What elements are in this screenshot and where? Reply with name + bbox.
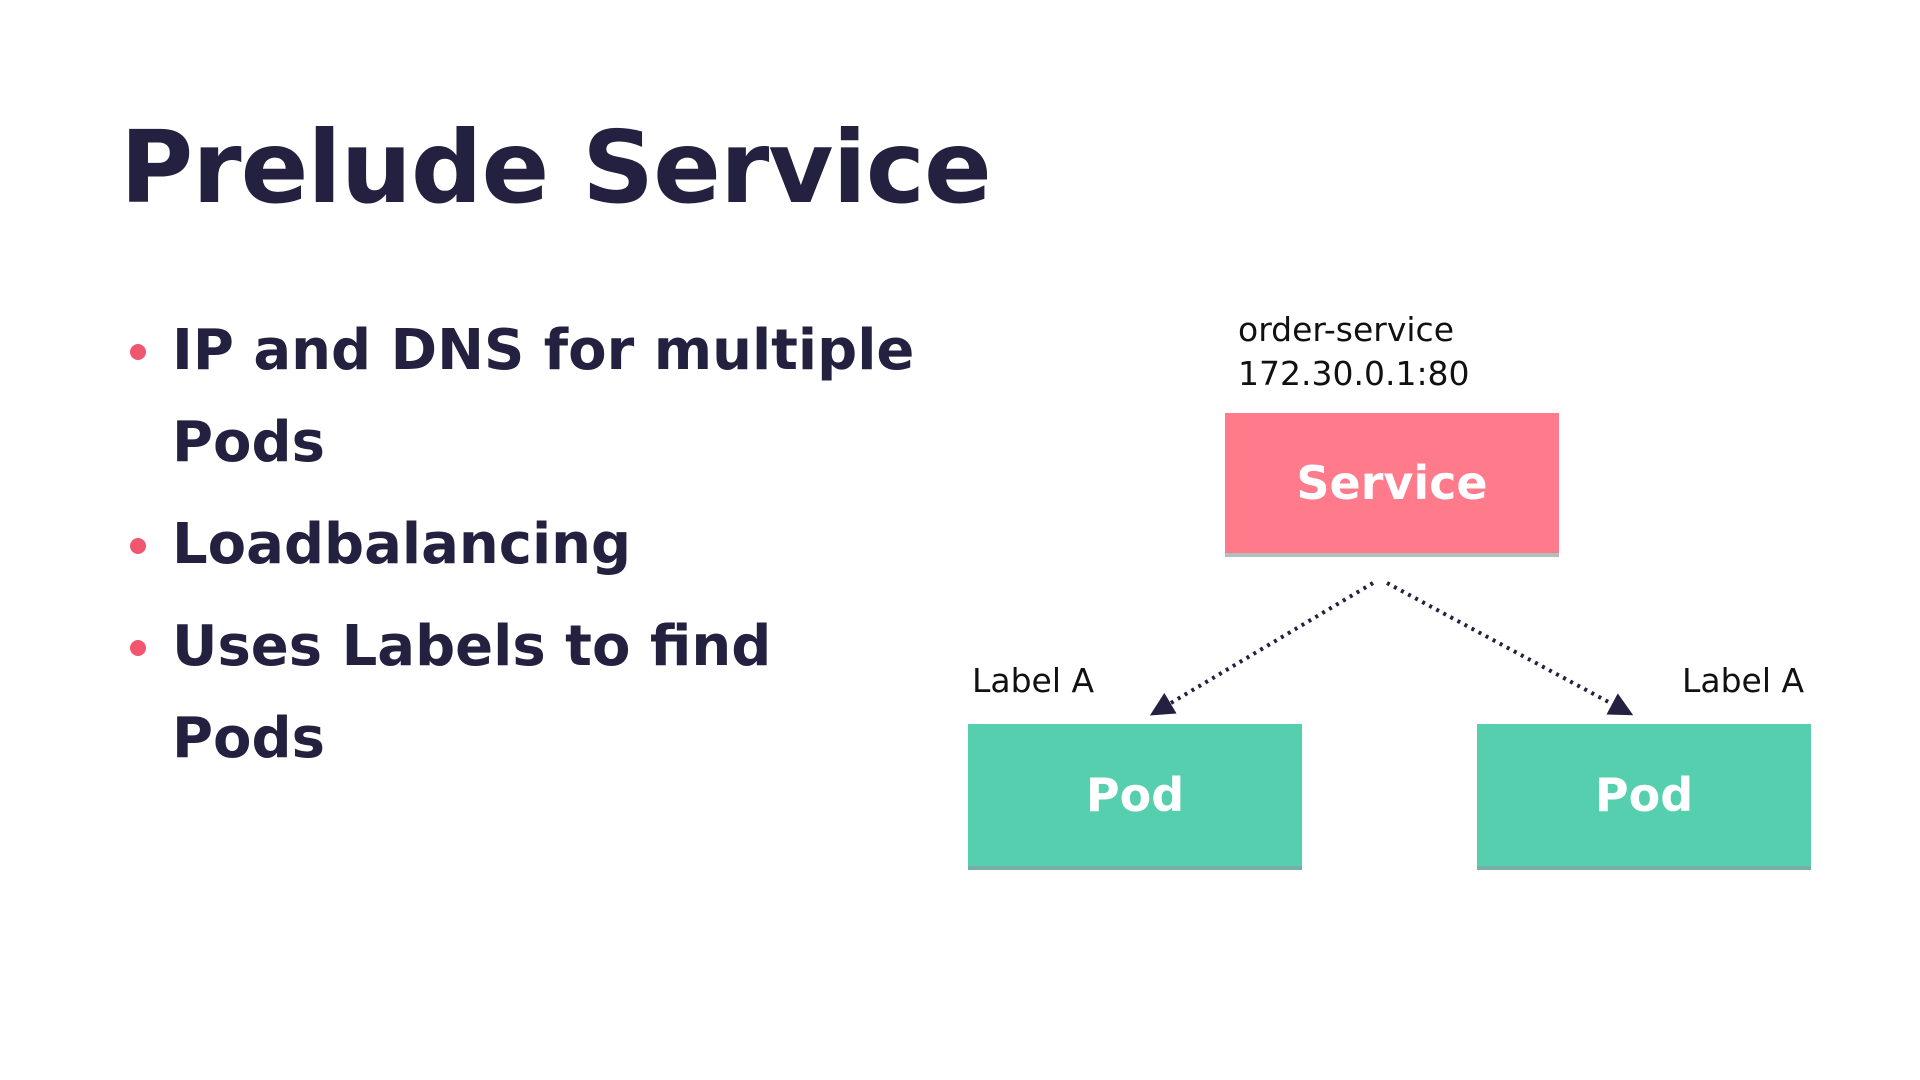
pod-node-label: Pod (1085, 768, 1185, 822)
bullet-item-labels: Uses Labels to find Pods (130, 601, 930, 785)
pod-node-right: Pod (1477, 724, 1811, 866)
pod-selector-label-left: Label A (972, 661, 1095, 700)
service-name-label: order-service (1238, 310, 1454, 349)
bullet-list: IP and DNS for multiple Pods Loadbalanci… (130, 305, 930, 795)
bullet-text: Uses Labels to find Pods (172, 614, 772, 771)
connector-right-arrow (1386, 581, 1634, 716)
pod-node-left: Pod (968, 724, 1302, 866)
bullet-dot-icon (130, 538, 146, 554)
bullet-item-ip-dns: IP and DNS for multiple Pods (130, 305, 930, 489)
pod-selector-label-right: Label A (1682, 661, 1805, 700)
service-node: Service (1225, 413, 1559, 553)
bullet-text: Loadbalancing (172, 512, 632, 577)
service-node-label: Service (1296, 456, 1488, 510)
service-address-label: 172.30.0.1:80 (1238, 354, 1470, 393)
slide-title: Prelude Service (120, 109, 992, 226)
connector-left-arrow (1149, 581, 1375, 716)
bullet-item-loadbalancing: Loadbalancing (130, 499, 930, 591)
pod-node-label: Pod (1594, 768, 1694, 822)
bullet-dot-icon (130, 640, 146, 656)
bullet-dot-icon (130, 344, 146, 360)
bullet-text: IP and DNS for multiple Pods (172, 318, 915, 475)
